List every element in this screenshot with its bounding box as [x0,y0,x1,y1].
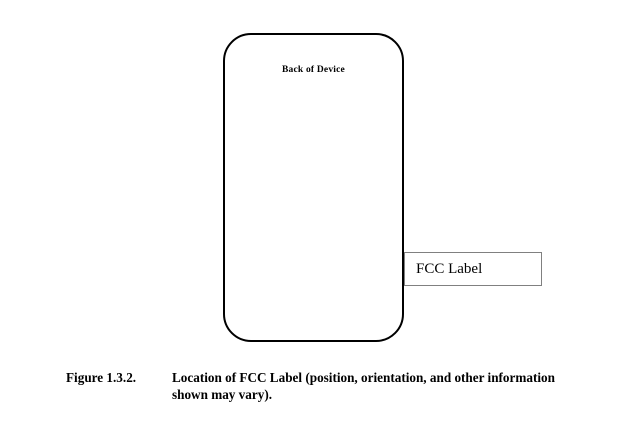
fcc-label-text: FCC Label [416,260,483,277]
device-back-outline [223,33,404,342]
fcc-label-callout-box: FCC Label [404,252,542,286]
figure-caption: Figure 1.3.2. Location of FCC Label (pos… [66,369,586,403]
figure-caption-text: Location of FCC Label (position, orienta… [172,370,555,402]
device-label: Back of Device [282,65,345,75]
figure-illustration: Back of Device FCC Label [223,33,542,342]
figure-caption-number: Figure 1.3.2. [66,370,137,385]
